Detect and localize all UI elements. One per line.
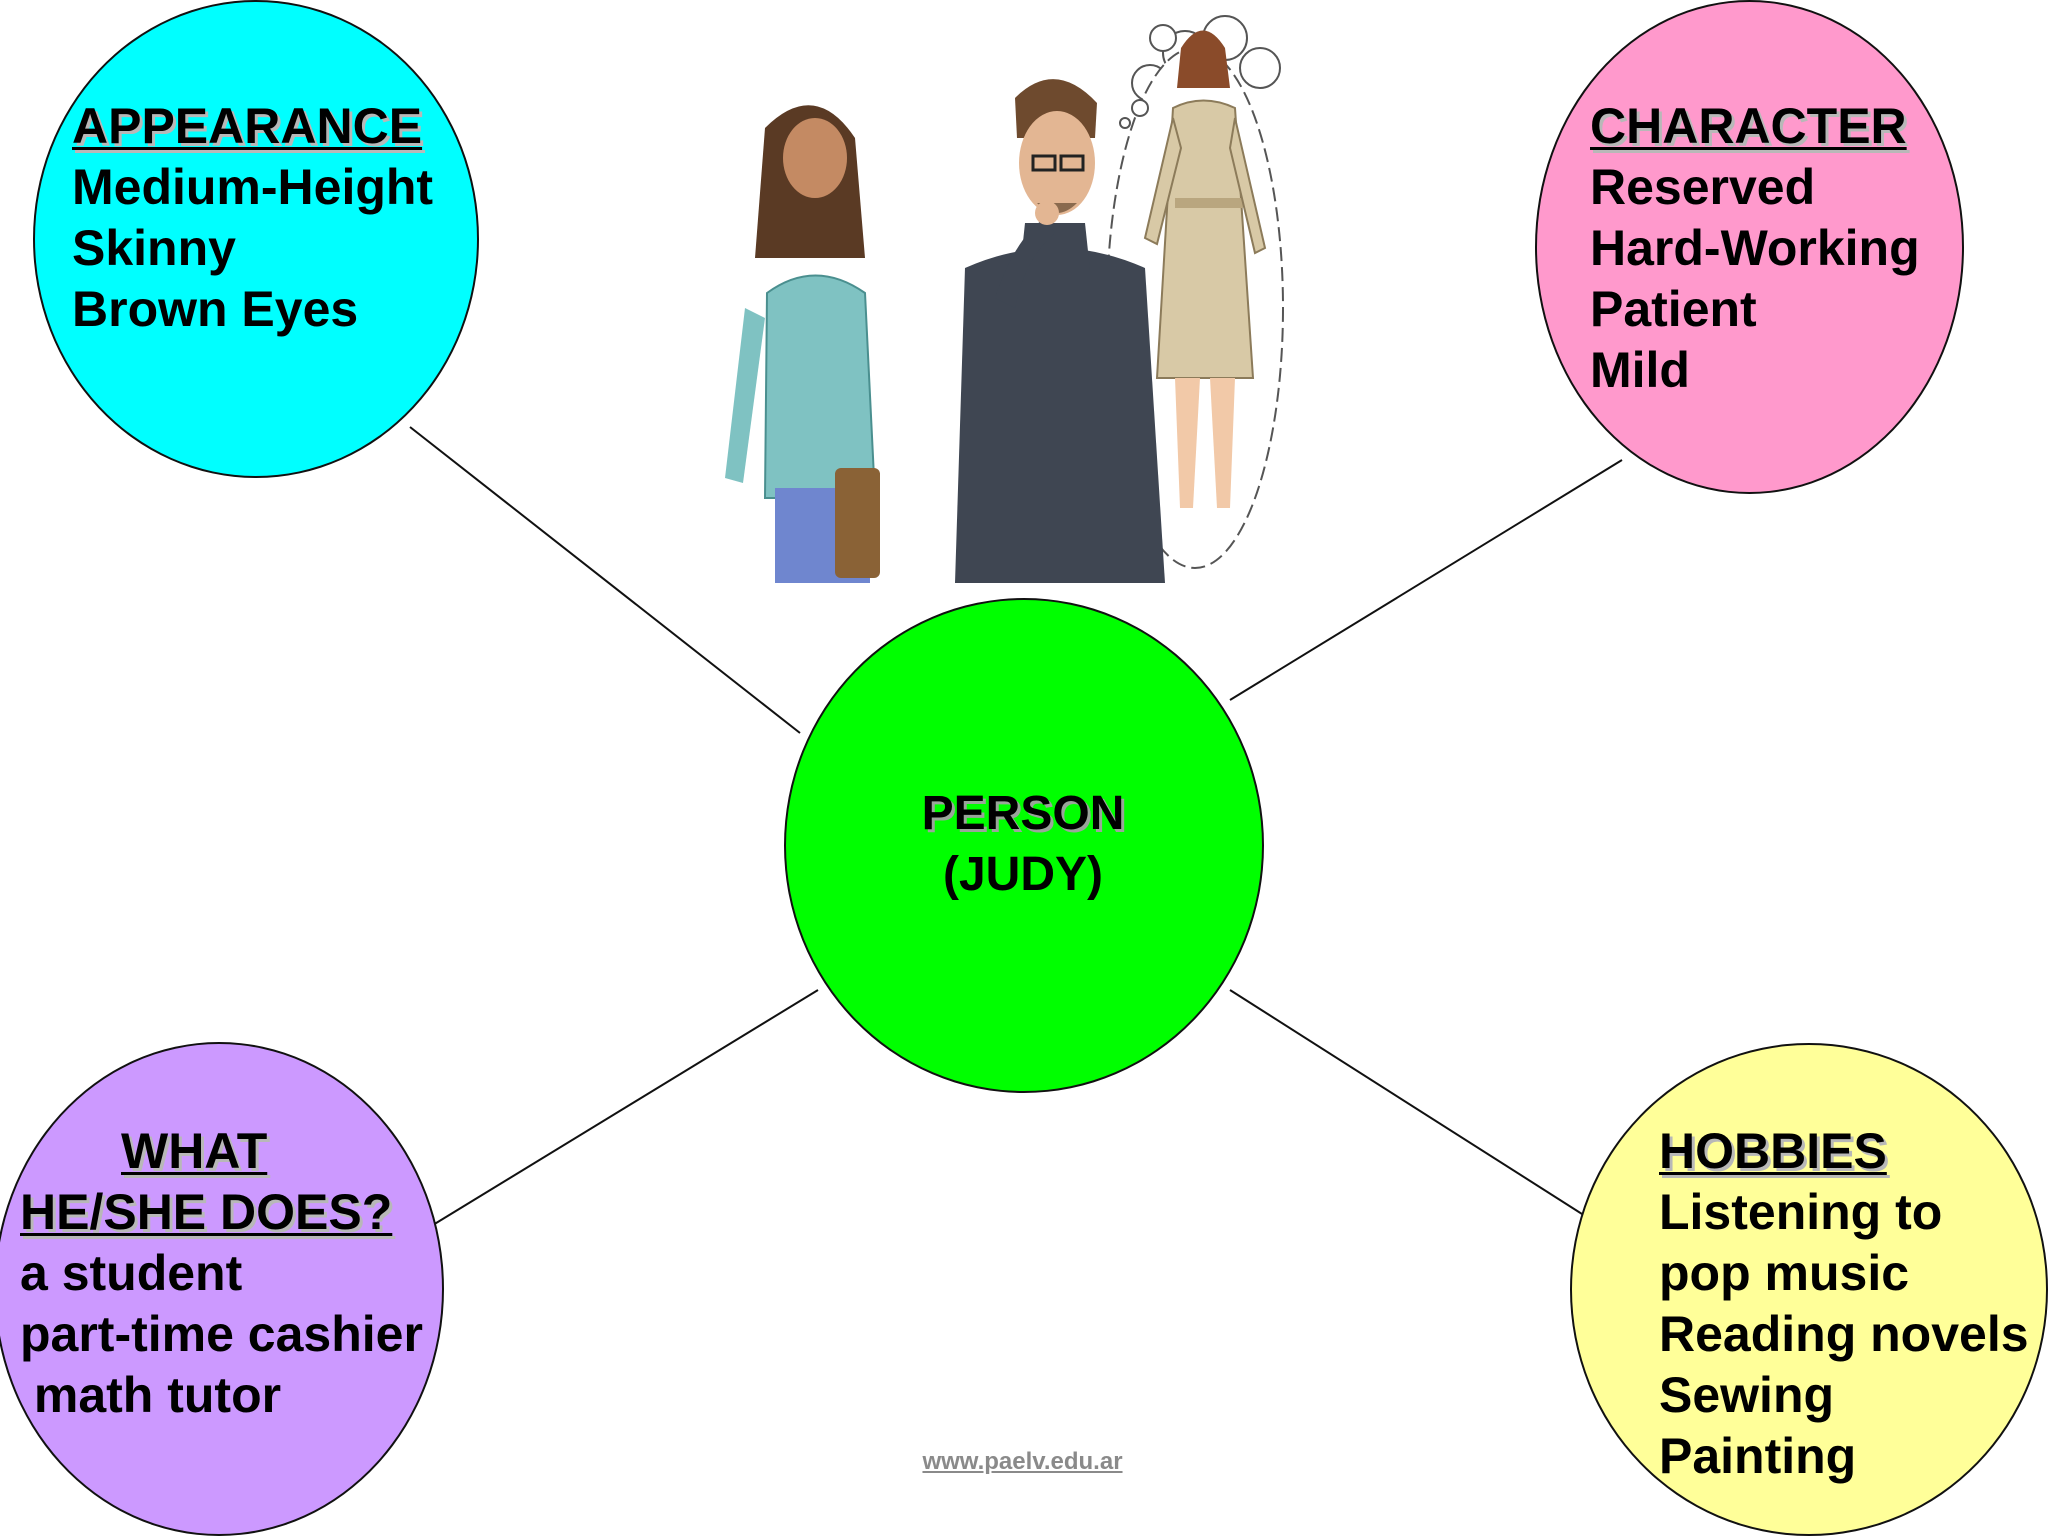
what-does-text: WHAT HE/SHE DOES? a student part-time ca… xyxy=(20,1121,423,1426)
character-title: CHARACTER xyxy=(1590,98,1907,154)
footer-link[interactable]: www.paelv.edu.ar xyxy=(922,1448,1123,1475)
connector-appearance xyxy=(409,426,801,734)
woman-with-bag-figure xyxy=(725,105,880,583)
what-does-item: part-time cashier xyxy=(20,1306,423,1362)
hobbies-item: pop music xyxy=(1659,1245,1910,1301)
hobbies-item: Painting xyxy=(1659,1428,1857,1484)
people-illustration-icon xyxy=(725,15,1284,583)
character-item: Reserved xyxy=(1590,159,1816,215)
what-does-title-line2: HE/SHE DOES? xyxy=(20,1184,393,1240)
appearance-text: APPEARANCE Medium-Height Skinny Brown Ey… xyxy=(72,96,433,340)
connector-character xyxy=(1229,459,1623,701)
connector-hobbies xyxy=(1229,989,1605,1229)
hobbies-item: Sewing xyxy=(1659,1367,1835,1423)
character-text: CHARACTER Reserved Hard-Working Patient … xyxy=(1590,96,1920,401)
hobbies-text: HOBBIES Listening to pop music Reading n… xyxy=(1659,1121,2029,1487)
hobbies-item: Reading novels xyxy=(1659,1306,2029,1362)
connector-what-does xyxy=(427,989,819,1229)
character-item: Hard-Working xyxy=(1590,220,1920,276)
character-item: Mild xyxy=(1590,342,1690,398)
appearance-item: Medium-Height xyxy=(72,159,434,215)
appearance-bubble xyxy=(33,0,479,478)
center-bubble xyxy=(784,598,1264,1093)
woman-trench-coat-figure xyxy=(1143,30,1267,508)
man-thinking-figure xyxy=(955,79,1165,583)
what-does-item: a student xyxy=(20,1245,243,1301)
what-does-title-line1: WHAT xyxy=(121,1123,268,1179)
hobbies-item: Listening to xyxy=(1659,1184,1943,1240)
center-subtitle: (JUDY) xyxy=(942,848,1103,901)
what-does-item: math tutor xyxy=(20,1367,282,1423)
center-title: PERSON xyxy=(921,787,1125,840)
character-item: Patient xyxy=(1590,281,1757,337)
hobbies-title: HOBBIES xyxy=(1659,1123,1887,1179)
appearance-item: Skinny xyxy=(72,220,236,276)
what-does-bubble xyxy=(0,1042,444,1536)
character-bubble xyxy=(1535,0,1964,494)
hobbies-bubble xyxy=(1570,1043,2048,1536)
appearance-item: Brown Eyes xyxy=(72,281,359,337)
appearance-title: APPEARANCE xyxy=(72,98,423,154)
center-label: PERSON (JUDY) xyxy=(783,783,1263,905)
